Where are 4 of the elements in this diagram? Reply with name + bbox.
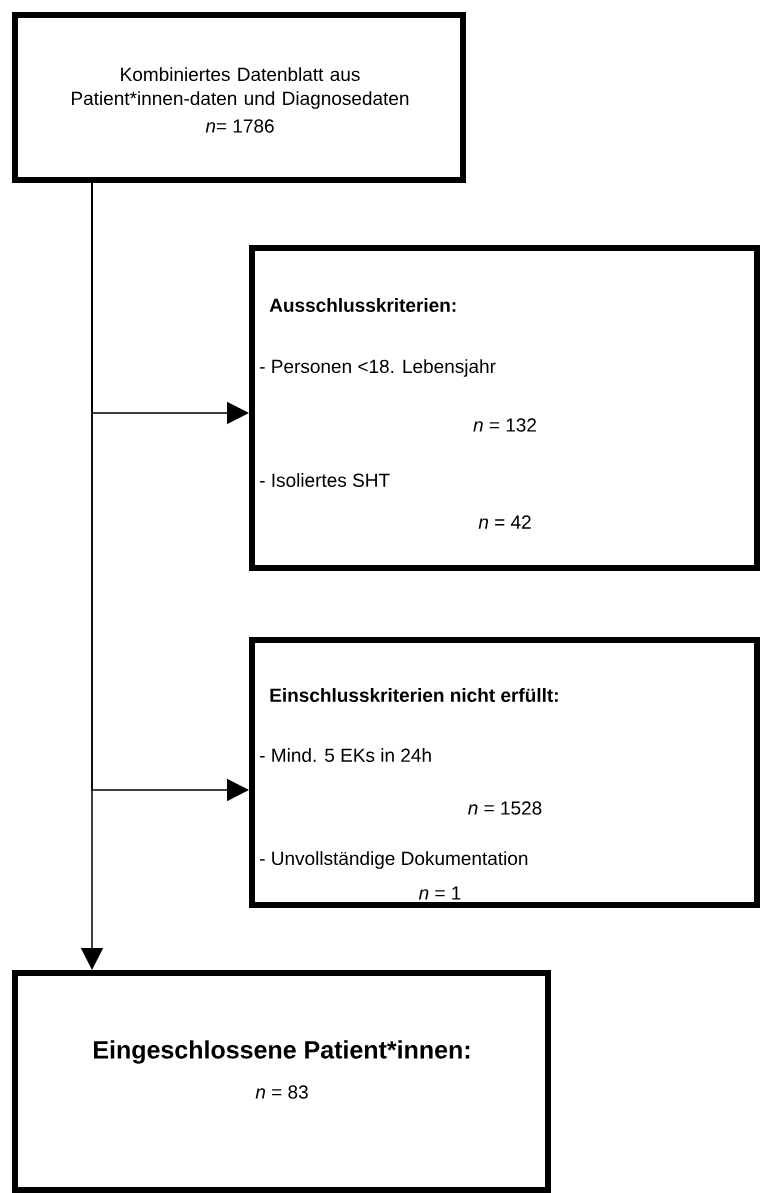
- process-box: Ausschlusskriterien: - Personen <18. Lebensjahr n = 132 - Isoliertes SHT n = 42: [249, 245, 760, 571]
- process-box: Kombiniertes Datenblatt aus Patient*innen-daten und Diagnosedaten n= 1786: [12, 12, 466, 183]
- process-box: Eingeschlossene Patient*innen: n = 83: [12, 970, 551, 1193]
- process-box: Einschlusskriterien nicht erfüllt: - Mind. 5 EKs in 24h n = 1528 - Unvollständige Dokumentation n = 1: [249, 637, 760, 908]
